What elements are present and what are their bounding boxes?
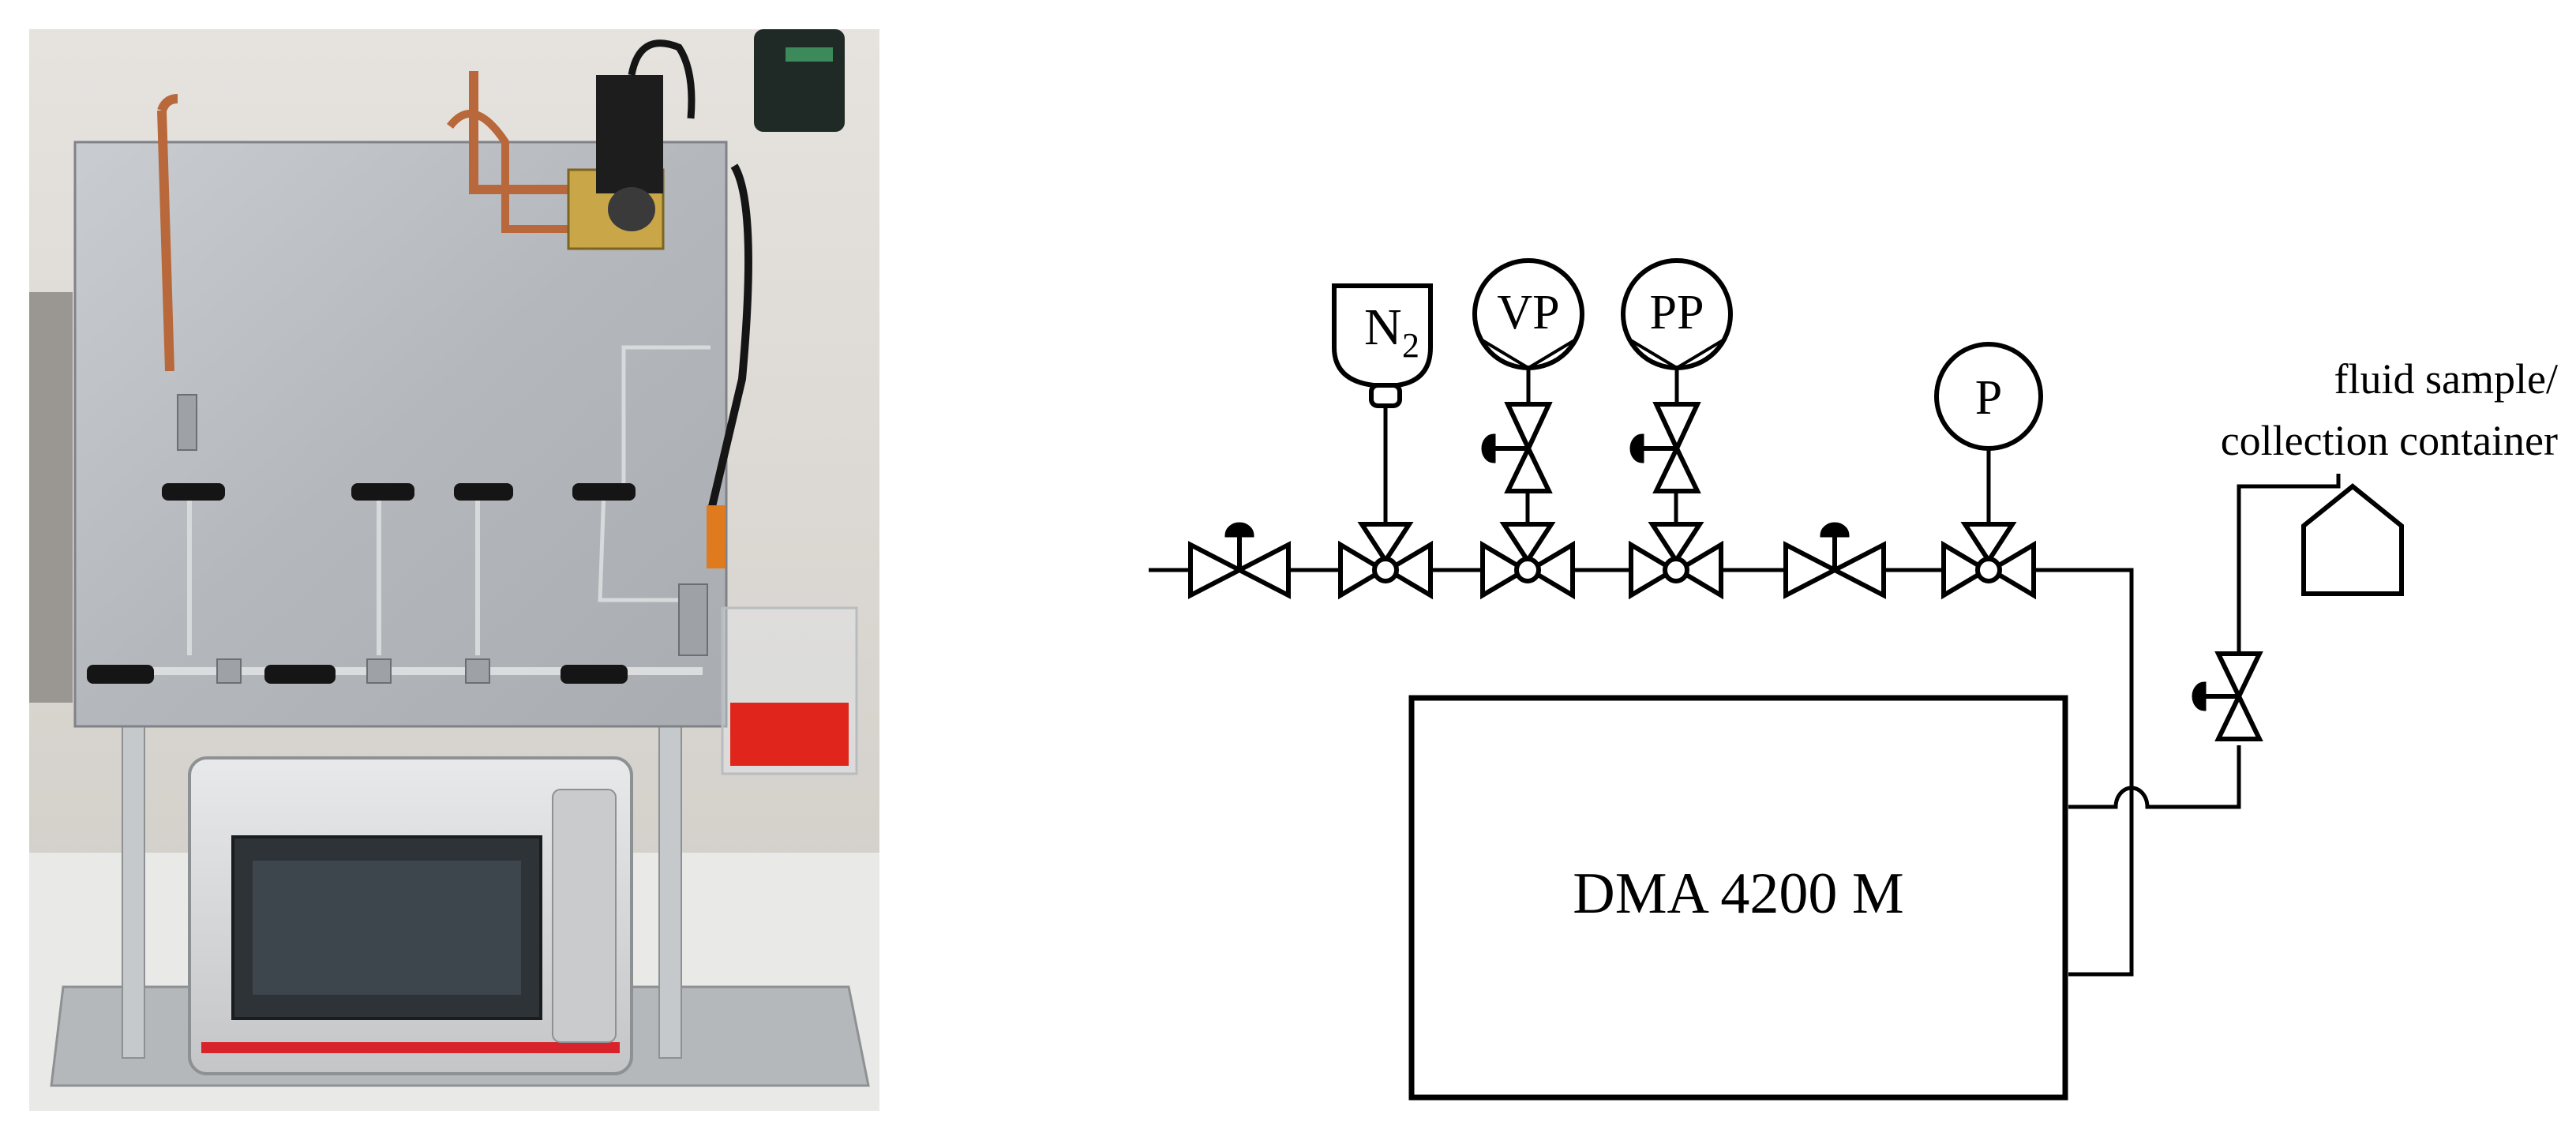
dma-instrument-box — [1408, 695, 2068, 1101]
nitrogen-subscript: 2 — [1402, 326, 1419, 365]
photo-green-device — [754, 29, 845, 132]
container-label-line1: fluid sample/ — [2334, 355, 2558, 403]
collection-container-symbol — [2301, 483, 2404, 596]
pressure-gauge-label: P — [1975, 371, 2002, 425]
photo-rail-left — [122, 710, 145, 1059]
photo-valve-knobs — [87, 483, 636, 684]
nitrogen-label: N — [1364, 298, 1402, 356]
photo-meter-red-stripe — [201, 1042, 620, 1053]
photo-cabinet — [29, 292, 73, 703]
photo-red-container — [730, 703, 849, 766]
container-label-line2: collection container — [2221, 417, 2558, 464]
valve-isolation — [1783, 522, 1886, 599]
photo-solenoid — [596, 75, 663, 193]
apparatus-photo — [29, 29, 879, 1111]
valve-pressure-pump — [1629, 369, 1701, 493]
line-to-dma-inlet — [2034, 568, 2134, 977]
valve-gauge — [1941, 448, 2036, 600]
valve-inlet — [1188, 522, 1291, 599]
valve-vacuum-line — [1480, 488, 1575, 600]
vacuum-pump-label: VP — [1497, 286, 1559, 339]
vacuum-pump-symbol — [1472, 258, 1584, 370]
schematic-diagram — [1149, 258, 2404, 1101]
valve-pressure-line — [1629, 488, 1723, 600]
instrument-label: DMA 4200 M — [1573, 861, 1903, 926]
valve-outlet — [2192, 651, 2263, 741]
photo-orange-connector — [707, 505, 726, 568]
line-to-container — [2237, 474, 2341, 654]
valve-vacuum-pump — [1481, 369, 1553, 493]
pressure-pump-symbol — [1621, 258, 1733, 370]
nitrogen-cylinder — [1332, 283, 1433, 408]
pressure-pump-label: PP — [1650, 286, 1704, 339]
line-from-dma-outlet — [2068, 745, 2241, 809]
pressure-gauge-symbol — [1934, 342, 2043, 451]
valve-nitrogen — [1338, 404, 1433, 600]
photo-rail-right — [658, 710, 682, 1059]
